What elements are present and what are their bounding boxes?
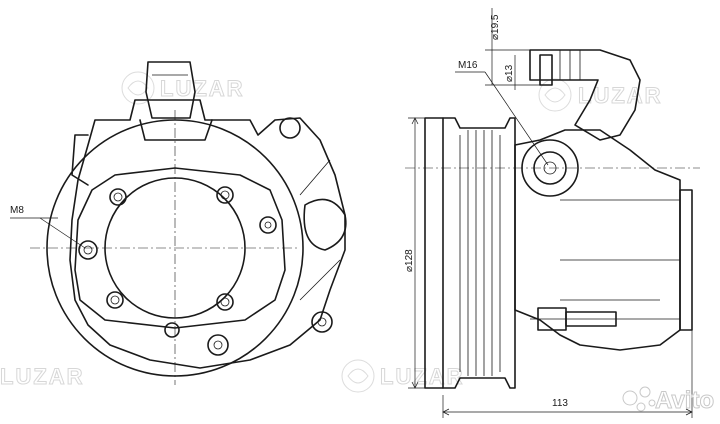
luzar-watermark-top: LUZAR	[121, 71, 245, 105]
central-bore	[104, 177, 246, 319]
mounting-flange	[74, 167, 286, 329]
inlet-fitting	[145, 61, 196, 119]
side-view: ⌀19.5 ⌀13 M16 ⌀128 113	[404, 8, 700, 418]
luzar-watermark-text: LUZAR	[0, 364, 85, 389]
upper-lug	[279, 117, 301, 139]
pulley-side	[424, 117, 444, 389]
avito-watermark-text: Avito	[655, 387, 714, 414]
luzar-watermark-bottom-left: LUZAR	[0, 364, 85, 390]
length-dimension-label: 113	[552, 398, 568, 409]
outlet-port	[521, 139, 579, 197]
outlet-diameter-label: ⌀13	[504, 64, 515, 82]
pump-body-side	[514, 129, 681, 351]
luzar-logo-icon	[341, 359, 375, 393]
inlet-diameter-label: ⌀19.5	[490, 14, 501, 40]
luzar-logo-icon	[121, 71, 155, 105]
pulley-outline	[46, 119, 304, 377]
pulley-grooves	[459, 130, 501, 376]
avito-logo-icon	[622, 386, 656, 412]
luzar-logo-icon	[538, 78, 572, 112]
luzar-watermark-text: LUZAR	[578, 83, 663, 108]
bottom-lug	[207, 334, 229, 356]
luzar-watermark-text: LUZAR	[160, 76, 245, 101]
pump-housing	[69, 99, 346, 369]
avito-watermark: Avito	[622, 386, 715, 415]
flange-bolt-holes	[78, 186, 277, 311]
m16-dimension-label: M16	[458, 60, 478, 71]
luzar-watermark-bottom-center: LUZAR	[341, 359, 465, 393]
front-view: M8	[10, 61, 347, 385]
luzar-watermark-right: LUZAR	[538, 78, 663, 112]
pulley-diameter-label: ⌀128	[404, 249, 415, 272]
luzar-watermark-text: LUZAR	[380, 364, 465, 389]
lower-lug	[311, 311, 333, 333]
m8-dimension-label: M8	[10, 205, 24, 216]
